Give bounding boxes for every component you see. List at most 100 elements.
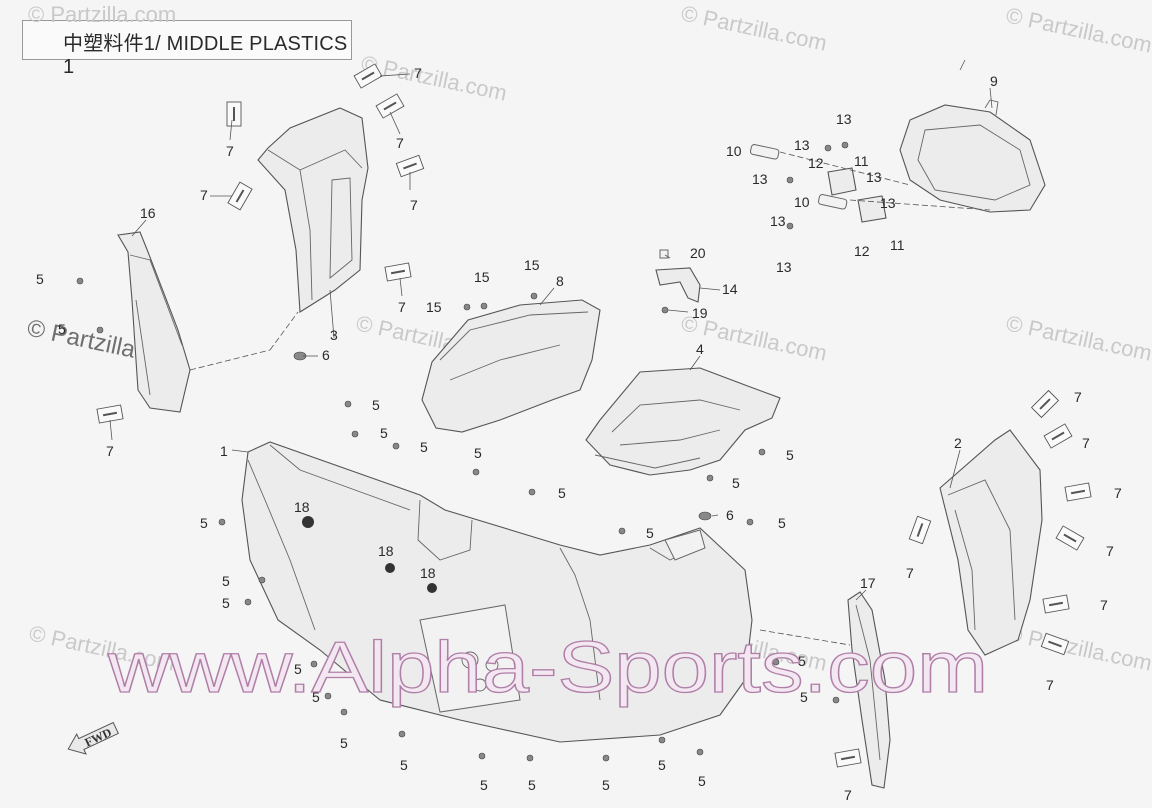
callout-7: 7 [1074, 389, 1082, 405]
part-16-left-side-panel [117, 231, 191, 413]
watermark-text: © Partzilla.com [28, 2, 176, 27]
callout-5: 5 [340, 735, 348, 751]
part-4-rear-tray [585, 367, 781, 476]
watermark-text: © Partzilla.com [1004, 310, 1152, 365]
callout-7: 7 [1082, 435, 1090, 451]
callout-17: 17 [860, 575, 876, 591]
callout-13: 13 [794, 137, 810, 153]
callout-5: 5 [36, 271, 44, 287]
small-hardware [463, 249, 669, 314]
callout-7: 7 [1114, 485, 1122, 501]
callout-5: 5 [558, 485, 566, 501]
callout-16: 16 [140, 205, 156, 221]
site-watermark: www.Alpha-Sports.com [107, 628, 988, 708]
watermark-text: © Partzilla.com [1004, 2, 1152, 57]
callout-5: 5 [400, 757, 408, 773]
callout-18: 18 [294, 499, 310, 515]
part-17-right-side-panel [847, 591, 891, 789]
callout-13: 13 [836, 111, 852, 127]
callout-15: 15 [474, 269, 490, 285]
callout-5: 5 [380, 425, 388, 441]
leader-lines [109, 59, 993, 646]
callout-5: 5 [602, 777, 610, 793]
callout-8: 8 [556, 273, 564, 289]
callout-7: 7 [1046, 677, 1054, 693]
part-6-grommets [293, 351, 712, 521]
callout-13: 13 [880, 195, 896, 211]
callout-11: 11 [854, 153, 869, 169]
part-1-middle-body [241, 441, 753, 743]
watermark-text: © Partzilla.com [359, 50, 509, 105]
part-9-rear-dash-panel [899, 99, 1046, 213]
fwd-label: FWD [82, 725, 114, 750]
callout-19: 19 [692, 305, 708, 321]
callout-6: 6 [726, 507, 734, 523]
callout-1: 1 [220, 443, 228, 459]
callout-5: 5 [798, 653, 806, 669]
callout-5: 5 [786, 447, 794, 463]
callout-5: 5 [732, 475, 740, 491]
part-14-bracket [655, 267, 701, 303]
callout-7: 7 [226, 143, 234, 159]
callout-5: 5 [58, 321, 66, 337]
callout-7: 7 [1100, 597, 1108, 613]
callout-7: 7 [200, 187, 208, 203]
part-2-right-upper-panel [939, 429, 1043, 656]
callout-20: 20 [690, 245, 706, 261]
callout-7: 7 [1106, 543, 1114, 559]
callout-5: 5 [474, 445, 482, 461]
callout-13: 13 [752, 171, 768, 187]
callout-10: 10 [794, 194, 810, 210]
callout-12: 12 [854, 243, 870, 259]
callout-5: 5 [222, 573, 230, 589]
callout-14: 14 [722, 281, 738, 297]
part-8-seat [421, 299, 601, 433]
forward-direction-indicator: FWD [67, 721, 119, 755]
callout-12: 12 [808, 155, 824, 171]
callout-5: 5 [200, 515, 208, 531]
callout-7: 7 [906, 565, 914, 581]
watermark-text: © Partzilla.com [679, 0, 829, 55]
callout-15: 15 [524, 257, 540, 273]
screws-part-5 [76, 141, 849, 762]
callout-4: 4 [696, 341, 704, 357]
callout-7: 7 [106, 443, 114, 459]
callout-7: 7 [410, 197, 418, 213]
part-11-12-brackets [749, 144, 991, 223]
part-3-left-upper-panel [257, 107, 369, 313]
callout-7: 7 [396, 135, 404, 151]
callout-2: 2 [954, 435, 962, 451]
callout-13: 13 [776, 259, 792, 275]
callout-18: 18 [378, 543, 394, 559]
callout-9: 9 [990, 73, 998, 89]
callout-5: 5 [312, 689, 320, 705]
callout-7: 7 [414, 65, 422, 81]
clips-part-7 [96, 63, 1092, 768]
callout-18: 18 [420, 565, 436, 581]
callout-5: 5 [800, 689, 808, 705]
callout-7: 7 [398, 299, 406, 315]
callout-6: 6 [322, 347, 330, 363]
diagram-title: 中塑料件1/ MIDDLE PLASTICS 1 [22, 20, 352, 78]
callout-5: 5 [222, 595, 230, 611]
callout-labels: 1 2 3 4 6 6 8 9 10 10 11 11 12 12 13 13 … [36, 65, 1122, 803]
callout-5: 5 [658, 757, 666, 773]
callout-5: 5 [778, 515, 786, 531]
callout-13: 13 [866, 169, 882, 185]
callout-7: 7 [844, 787, 852, 803]
callout-15: 15 [426, 299, 442, 315]
callout-5: 5 [294, 661, 302, 677]
callout-5: 5 [528, 777, 536, 793]
callout-5: 5 [698, 773, 706, 789]
watermark-text: © Partzilla.com [1004, 620, 1152, 675]
callout-13: 13 [770, 213, 786, 229]
callout-5: 5 [646, 525, 654, 541]
callout-3: 3 [330, 327, 338, 343]
callout-11: 11 [890, 237, 905, 253]
callout-5: 5 [480, 777, 488, 793]
callout-5: 5 [372, 397, 380, 413]
callout-5: 5 [420, 439, 428, 455]
callout-10: 10 [726, 143, 742, 159]
